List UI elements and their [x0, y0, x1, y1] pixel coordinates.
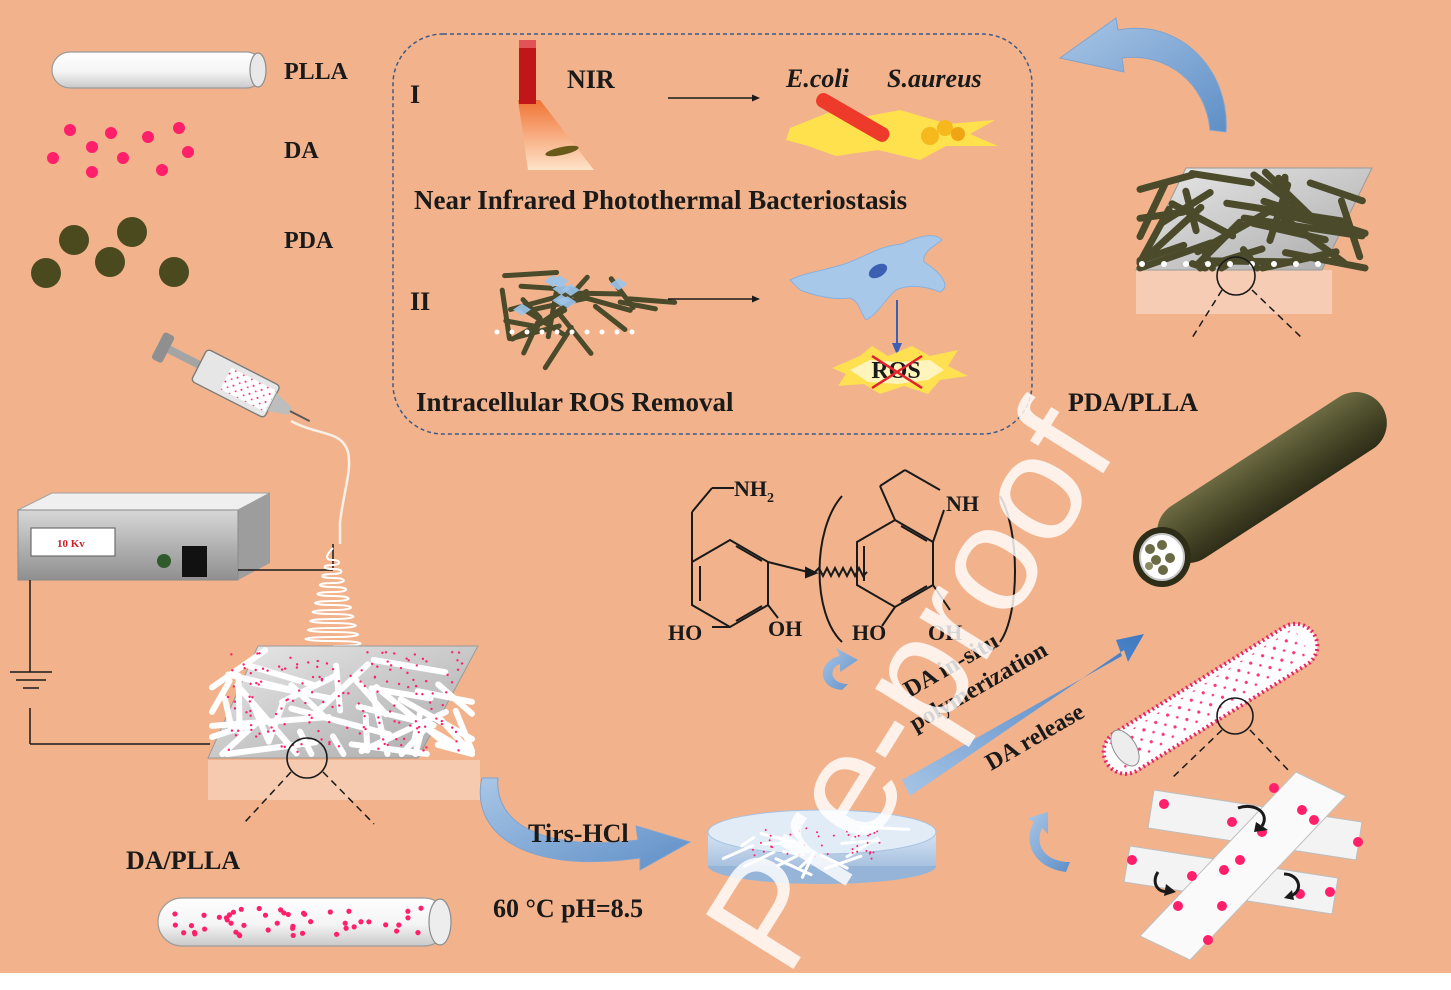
power-indicator-icon — [157, 554, 171, 568]
voltage-label: 10 Kv — [57, 538, 85, 550]
nir-label: NIR — [567, 65, 615, 94]
hydroxyl-label-2: OH — [768, 616, 802, 641]
pda-plla-label: PDA/PLLA — [1068, 388, 1198, 417]
da-loaded-fiber-icon — [158, 898, 451, 946]
ecoli-label: E.coli — [785, 64, 850, 93]
legend-pda-label: PDA — [284, 228, 334, 254]
hydroxyl-label-1: HO — [668, 620, 702, 645]
section-one-numeral: I — [410, 80, 420, 109]
legend-da-label: DA — [284, 138, 319, 164]
section-one-title: Near Infrared Photothermal Bacteriostasi… — [414, 185, 907, 215]
power-supply-icon — [18, 493, 270, 580]
da-plla-label: DA/PLLA — [126, 846, 240, 875]
plla-fiber-icon — [52, 52, 266, 88]
power-switch-icon — [182, 546, 207, 577]
da-plla-mat — [208, 646, 480, 824]
bottom-margin — [0, 973, 1451, 985]
section-two-title: Intracellular ROS Removal — [416, 387, 734, 417]
legend-plla-label: PLLA — [284, 59, 349, 85]
saureus-label: S.aureus — [887, 64, 982, 93]
section-two-numeral: II — [410, 287, 430, 316]
conditions-label: 60 °C pH=8.5 — [493, 894, 643, 923]
tris-label: Tirs-HCl — [528, 819, 629, 848]
